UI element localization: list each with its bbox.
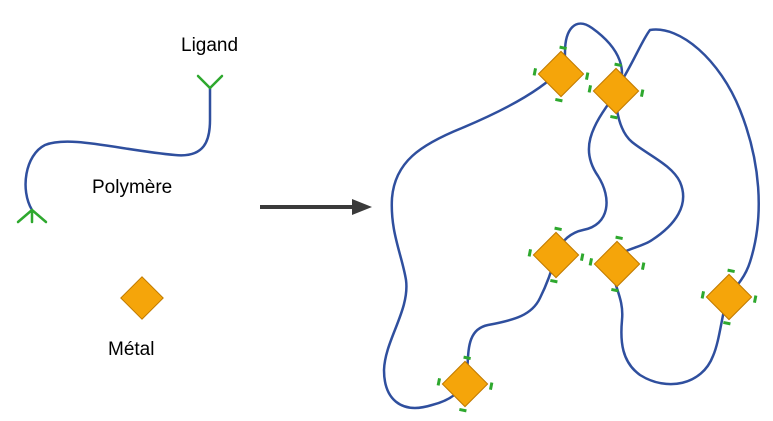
polymer-chain (24, 86, 212, 212)
reaction-arrow (260, 199, 372, 215)
metal-node (700, 268, 758, 326)
metal-node (532, 45, 590, 103)
metal-node (588, 235, 646, 293)
metal-icon (120, 276, 164, 320)
ligand-label: Ligand (181, 35, 239, 56)
network-chain (610, 28, 760, 386)
metal-label: Métal (108, 339, 155, 360)
metal-node (436, 355, 494, 413)
ligand-icon (196, 74, 224, 90)
metal-node (527, 226, 585, 284)
polymer-label: Polymère (92, 177, 173, 198)
metal-node (587, 62, 645, 120)
network-chain (382, 22, 624, 410)
ligand-icon (16, 208, 48, 224)
